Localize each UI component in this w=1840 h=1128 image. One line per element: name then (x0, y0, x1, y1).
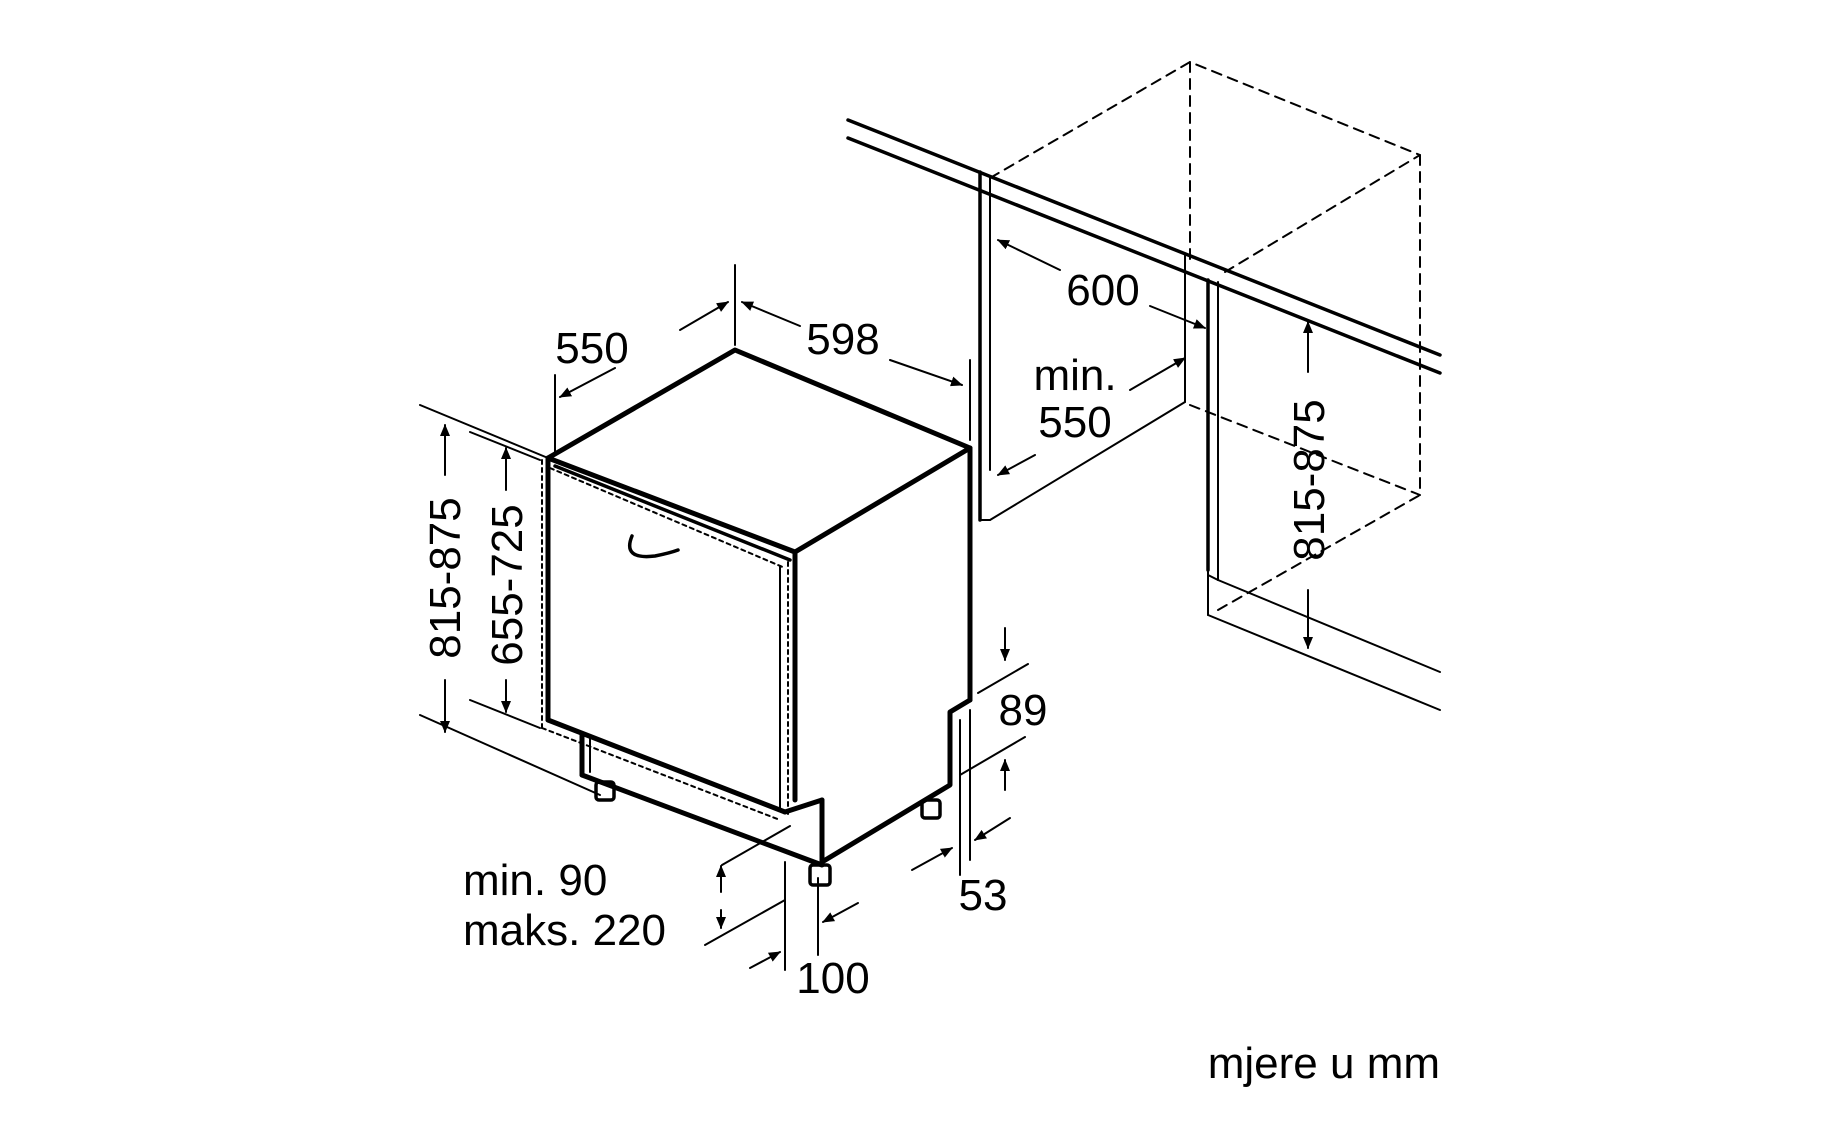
label-niche-depth-line1: min. (1033, 351, 1116, 400)
label-door-height: 655-725 (483, 504, 532, 665)
label-plinth-offset: 100 (796, 954, 869, 1003)
label-niche-height: 815-875 (1285, 399, 1334, 560)
label-niche-depth-line2: 550 (1038, 398, 1111, 447)
dimension-labels: 550 598 600 min. 550 815-875 655-725 815… (421, 266, 1440, 1088)
label-depth: 550 (555, 324, 628, 373)
label-width: 598 (806, 315, 879, 364)
label-niche-width: 600 (1066, 266, 1139, 315)
dimension-lines (419, 239, 1313, 971)
label-plinth-front-line2: maks. 220 (463, 906, 666, 955)
dishwasher-body (541, 347, 973, 887)
cabinet-niche (846, 61, 1442, 711)
label-plinth-top: 89 (999, 686, 1048, 735)
label-plinth-front-line1: min. 90 (463, 856, 607, 905)
units-note: mjere u mm (1208, 1039, 1440, 1088)
label-height-left: 815-875 (421, 497, 470, 658)
label-plinth-side: 53 (959, 871, 1008, 920)
